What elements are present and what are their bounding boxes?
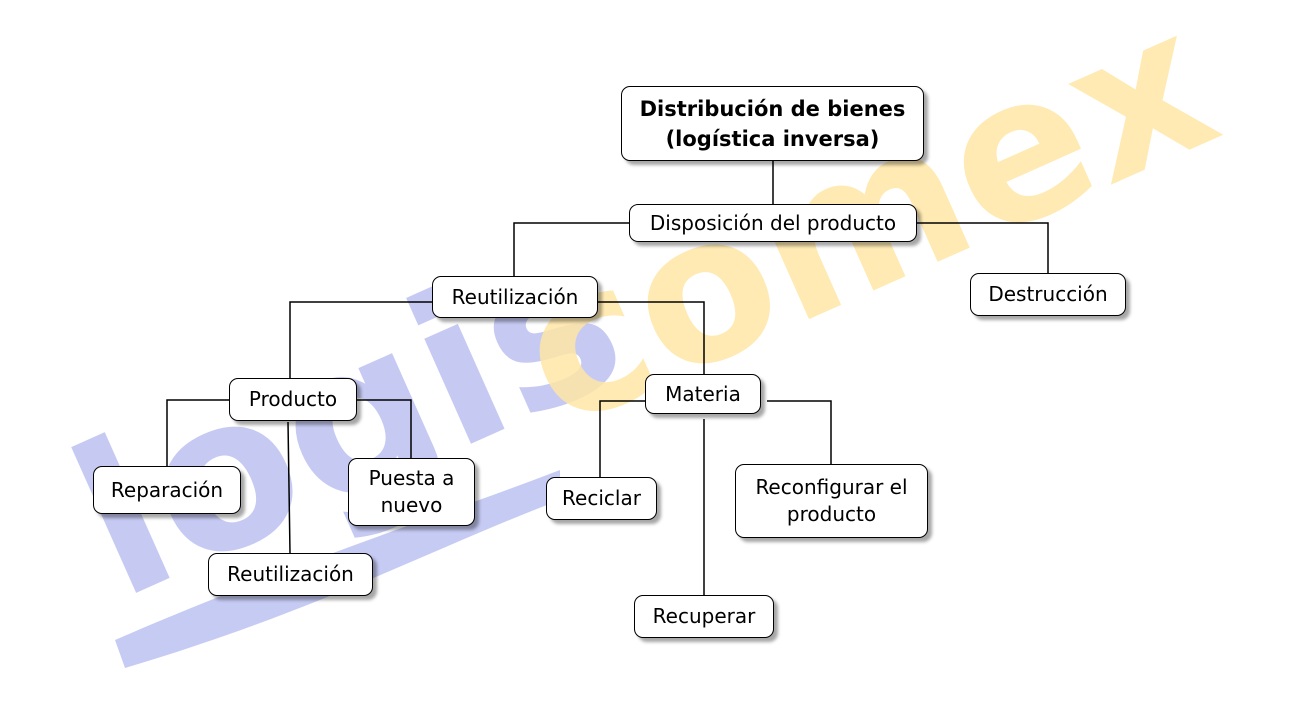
connector-producto-reparacion xyxy=(166,399,229,466)
node-materia-label: Materia xyxy=(665,381,741,406)
node-disposicion: Disposición del producto xyxy=(629,204,917,242)
node-reutilizacion-producto-label: Reutilización xyxy=(227,562,354,586)
node-root: Distribución de bienes (logística invers… xyxy=(621,86,924,161)
node-reconfigurar-label: Reconfigurar el producto xyxy=(755,475,908,526)
node-producto-label: Producto xyxy=(248,387,338,411)
connector-materia-reciclar xyxy=(599,400,645,477)
connector-reutilizacion-producto xyxy=(289,301,432,378)
connector-producto-puesta xyxy=(357,399,412,458)
connector-disposicion-destruccion xyxy=(917,222,1049,273)
node-recuperar: Recuperar xyxy=(634,595,774,638)
node-puesta-nuevo: Puesta a nuevo xyxy=(348,458,475,526)
connector-producto-reutilizacion2 xyxy=(287,421,291,554)
node-root-label: Distribución de bienes (logística invers… xyxy=(639,96,906,151)
node-reciclar-label: Reciclar xyxy=(562,486,641,510)
node-destruccion: Destrucción xyxy=(970,273,1126,316)
connector-materia-reconfigurar xyxy=(767,400,832,464)
node-reconfigurar: Reconfigurar el producto xyxy=(735,464,928,538)
node-puesta-nuevo-label: Puesta a nuevo xyxy=(368,466,455,517)
connector-disposicion-reutilizacion xyxy=(513,222,629,276)
node-producto: Producto xyxy=(229,378,357,421)
node-reciclar: Reciclar xyxy=(546,477,657,520)
node-recuperar-label: Recuperar xyxy=(652,604,756,628)
node-reutilizacion: Reutilización xyxy=(432,276,598,318)
node-materia: Materia xyxy=(645,374,761,414)
node-reparacion: Reparación xyxy=(93,466,241,514)
node-reutilizacion-label: Reutilización xyxy=(451,284,579,309)
node-disposicion-label: Disposición del producto xyxy=(649,210,897,235)
node-destruccion-label: Destrucción xyxy=(988,282,1108,306)
node-reparacion-label: Reparación xyxy=(110,477,224,502)
node-reutilizacion-producto: Reutilización xyxy=(208,553,373,596)
connector-reutilizacion-materia xyxy=(598,301,705,374)
